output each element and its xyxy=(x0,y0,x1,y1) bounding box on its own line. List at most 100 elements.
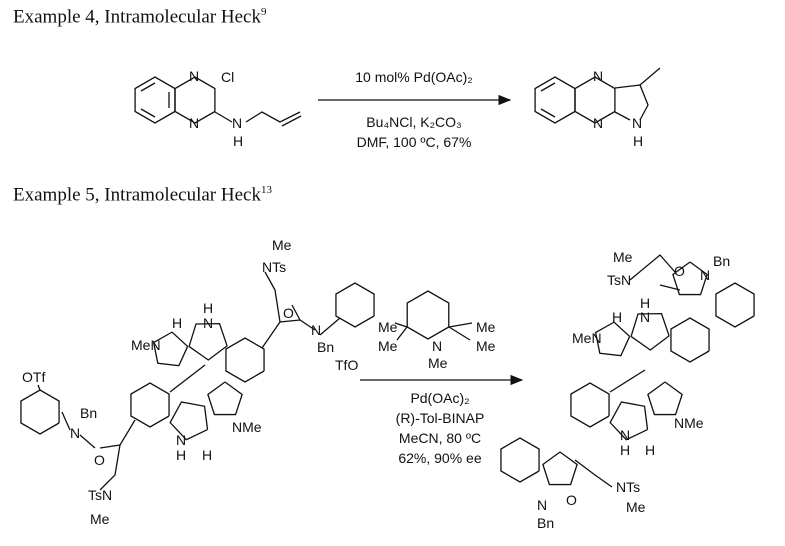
pyrrole-ring xyxy=(169,401,209,441)
atom-label: NMe xyxy=(674,415,704,431)
atom-label: H xyxy=(640,295,650,311)
bond xyxy=(214,111,233,123)
atom-label: O xyxy=(94,452,105,468)
bond xyxy=(61,411,71,431)
title-text: Example 5, Intramolecular Heck xyxy=(13,184,261,206)
atom-label: N xyxy=(620,427,630,443)
atom-label: OTf xyxy=(22,369,45,385)
aryl-ring xyxy=(20,389,60,435)
atom-label: O xyxy=(566,492,577,508)
atom-label: H xyxy=(203,300,213,316)
bond xyxy=(169,364,206,393)
bond xyxy=(37,384,41,391)
atom-label: N xyxy=(537,497,547,513)
bond xyxy=(79,434,96,449)
condition-catalyst: 10 mol% Pd(OAc)₂ xyxy=(355,69,472,85)
atom-label: N xyxy=(189,68,199,84)
bond xyxy=(99,419,136,449)
condition-reagents: Bu₄NCl, K₂CO₃ xyxy=(366,114,461,130)
atom-label: MeN xyxy=(131,337,161,353)
bond xyxy=(574,459,613,488)
atom-label: H xyxy=(612,309,622,325)
atom-label: TfO xyxy=(335,357,358,373)
atom-label: N xyxy=(700,267,710,283)
atom-label: O xyxy=(674,263,685,279)
atom-label: Me xyxy=(613,249,633,265)
bond xyxy=(261,319,301,349)
aryl-ring xyxy=(500,437,540,483)
atom-label: N xyxy=(593,115,603,131)
pyrrolidine-ring xyxy=(647,381,683,416)
bond xyxy=(396,326,408,341)
atom-label: N xyxy=(232,115,242,131)
atom-label: Me xyxy=(378,338,398,354)
bond xyxy=(614,111,631,121)
atom-label: Me xyxy=(476,319,496,335)
atom-label: N xyxy=(70,425,80,441)
title-text: Example 4, Intramolecular Heck xyxy=(13,6,261,28)
atom-label: TsN xyxy=(88,487,112,503)
atom-label: N xyxy=(203,315,213,331)
bond xyxy=(540,108,556,118)
bond xyxy=(281,115,302,127)
benzene-ring xyxy=(225,337,265,383)
atom-label: N xyxy=(632,115,642,131)
starting-material-labels: Me NTs O N Bn TfO MeN H N H OTf Bn N O T… xyxy=(22,237,358,527)
benzene-ring xyxy=(570,382,610,428)
bond xyxy=(394,322,408,328)
pyrrolidine-ring xyxy=(594,321,631,357)
example-5-title: Example 5, Intramolecular Heck13 xyxy=(13,184,272,206)
oxindole-ring xyxy=(542,451,578,486)
aryl-ring xyxy=(335,282,375,328)
pyrrolidine-ring xyxy=(152,331,189,367)
atom-label: H xyxy=(620,442,630,458)
bond xyxy=(264,271,281,323)
benzene-ring xyxy=(670,317,710,363)
atom-label: H xyxy=(176,447,186,463)
atom-label: H xyxy=(172,315,182,331)
bond xyxy=(291,304,301,321)
bond xyxy=(609,369,646,393)
atom-label: Me xyxy=(272,237,292,253)
atom-label: Me xyxy=(428,355,448,371)
bond xyxy=(140,82,156,92)
atom-label: Me xyxy=(90,511,110,527)
piperidine-ring xyxy=(406,290,450,340)
example-4-title: Example 4, Intramolecular Heck9 xyxy=(13,6,266,28)
atom-label: TsN xyxy=(607,272,631,288)
atom-label: Bn xyxy=(537,515,554,531)
pyrrole-ring xyxy=(630,312,670,351)
aryl-ring xyxy=(715,282,755,328)
atom-label: NTs xyxy=(262,259,286,275)
atom-label: H xyxy=(233,133,243,149)
bond xyxy=(319,317,341,336)
bond xyxy=(614,84,649,121)
reference-number: 9 xyxy=(260,6,267,18)
atom-label: Bn xyxy=(317,339,334,355)
product-labels: Me TsN O N Bn MeN H N H N H H NMe N Bn O… xyxy=(537,249,730,531)
bond xyxy=(629,254,676,281)
atom-label: H xyxy=(645,442,655,458)
benzene-ring xyxy=(534,76,576,124)
bond xyxy=(639,67,661,86)
atom-label: N xyxy=(176,432,186,448)
pyrazine-ring xyxy=(574,76,616,124)
oxindole-ring xyxy=(672,261,708,296)
atom-label: N xyxy=(432,338,442,354)
condition-ligand: (R)-Tol-BINAP xyxy=(396,410,485,426)
bond xyxy=(540,82,556,92)
bond xyxy=(448,326,471,341)
pyrrole-ring xyxy=(188,322,228,361)
bond xyxy=(659,284,681,291)
atom-label: Bn xyxy=(80,405,97,421)
atom-label: NTs xyxy=(616,479,640,495)
atom-label: Me xyxy=(378,319,398,335)
atom-label: Bn xyxy=(713,253,730,269)
atom-label: Me xyxy=(626,499,646,515)
bond xyxy=(140,108,156,118)
atom-label: H xyxy=(633,133,643,149)
benzene-ring xyxy=(130,382,170,428)
atom-label: N xyxy=(640,309,650,325)
atom-label: MeN xyxy=(572,330,602,346)
